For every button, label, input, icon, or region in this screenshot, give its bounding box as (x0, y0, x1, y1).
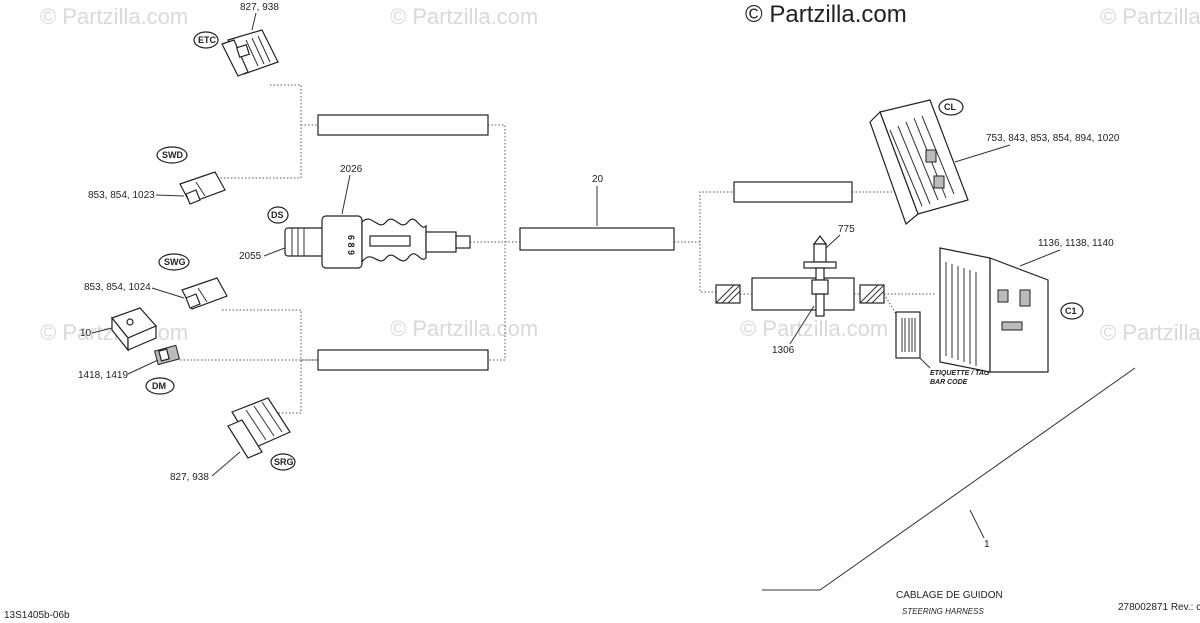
dm-tag-oval (145, 377, 175, 395)
etc-tag: ETC (198, 35, 217, 45)
wire-barcode (883, 293, 897, 315)
upper-sleeve (317, 114, 489, 136)
wire-to-cl-box (699, 191, 734, 242)
wire-swg-srg (222, 309, 302, 414)
srg-tag-oval (270, 453, 296, 471)
cl-tag: CL (944, 102, 956, 112)
ds-tag: DS (271, 210, 284, 220)
harness-leader (969, 509, 985, 539)
footer-subtitle: STEERING HARNESS (902, 607, 984, 616)
etc-tag-oval (193, 31, 219, 49)
swd-tag: SWD (162, 150, 183, 160)
watermark-mid-center: © Partzilla.com (390, 316, 538, 341)
c1-connector (939, 247, 1049, 373)
swg-numbers: 853, 854, 1024 (84, 282, 151, 293)
footer-title: CABLAGE DE GUIDON (896, 590, 1003, 601)
cl-sleeve (733, 181, 853, 203)
center-number: 20 (592, 174, 604, 185)
watermark-far-right: © Partzilla.com (1100, 320, 1200, 345)
barcode-leader (919, 357, 931, 369)
plug-number: 775 (838, 224, 855, 235)
barcode-label-1: ETIQUETTE / TAG (930, 370, 990, 377)
vent-plug (803, 235, 837, 317)
plug-leader (825, 234, 841, 249)
dm-leader (127, 359, 159, 375)
wire-etc-swd (216, 84, 302, 179)
dm-plug (153, 344, 181, 366)
trunk-hatch-right-lines (859, 284, 885, 304)
dm-tag: DM (152, 381, 166, 391)
watermark-main: © Partzilla.com (745, 1, 907, 28)
c1-tag-oval (1060, 302, 1084, 320)
cl-leader (954, 144, 1011, 163)
ds-leader-top (341, 174, 351, 215)
swg-tag: SWG (164, 257, 186, 267)
swd-leader (155, 194, 185, 197)
watermark-mid-right: © Partzilla.com (740, 316, 888, 341)
dm-module (111, 307, 158, 352)
swg-tag-oval (158, 253, 190, 271)
dm-numbers: 1418, 1419 (78, 370, 128, 381)
c1-numbers: 1136, 1138, 1140 (1038, 238, 1114, 249)
cl-numbers: 753, 843, 853, 854, 894, 1020 (986, 133, 1120, 144)
footer-left-code: 13S1405b-06b (4, 610, 70, 621)
harness-bracket (762, 367, 1136, 591)
plug-bottom-number: 1306 (772, 345, 795, 356)
trunk-sleeve (751, 277, 855, 311)
swd-numbers: 853, 854, 1023 (88, 190, 155, 201)
srg-connector (227, 397, 291, 459)
ds-number-left: 2055 (239, 251, 262, 262)
watermark-top-right: © Partzilla.com (1100, 4, 1200, 29)
dm-leader-ten (91, 327, 113, 334)
plug-bottom-leader (789, 305, 815, 345)
etc-leader (251, 12, 257, 31)
barcode-label-2: BAR CODE (930, 379, 968, 386)
center-sleeve (519, 227, 675, 251)
dm-number-ten: 10 (80, 328, 92, 339)
etc-numbers: 827, 938 (240, 2, 279, 13)
ds-digit-row: 6 8 9 (346, 235, 356, 255)
srg-numbers: 827, 938 (170, 472, 209, 483)
cl-connector (869, 99, 969, 226)
swg-leader (151, 287, 185, 299)
etc-connector (221, 29, 279, 77)
ds-number-top: 2026 (340, 164, 363, 175)
c1-leader (1019, 249, 1061, 267)
harness-number: 1 (984, 539, 990, 550)
wire-center-right (674, 241, 716, 293)
ds-switch (284, 215, 471, 269)
lower-sleeve (317, 349, 489, 371)
srg-tag: SRG (274, 457, 294, 467)
watermark-top-center: © Partzilla.com (390, 4, 538, 29)
swd-tag-oval (156, 146, 188, 164)
srg-leader (211, 451, 241, 477)
cl-tag-oval (938, 98, 964, 116)
barcode-tag (895, 311, 921, 359)
watermark-top-left: © Partzilla.com (40, 4, 188, 29)
footer-right-code: 278002871 Rev.: c (1118, 602, 1200, 613)
c1-tag: C1 (1065, 306, 1077, 316)
trunk-hatch-left-lines (715, 284, 741, 304)
swg-connector (181, 277, 228, 310)
swd-connector (179, 171, 226, 205)
ds-tag-oval (267, 206, 289, 224)
